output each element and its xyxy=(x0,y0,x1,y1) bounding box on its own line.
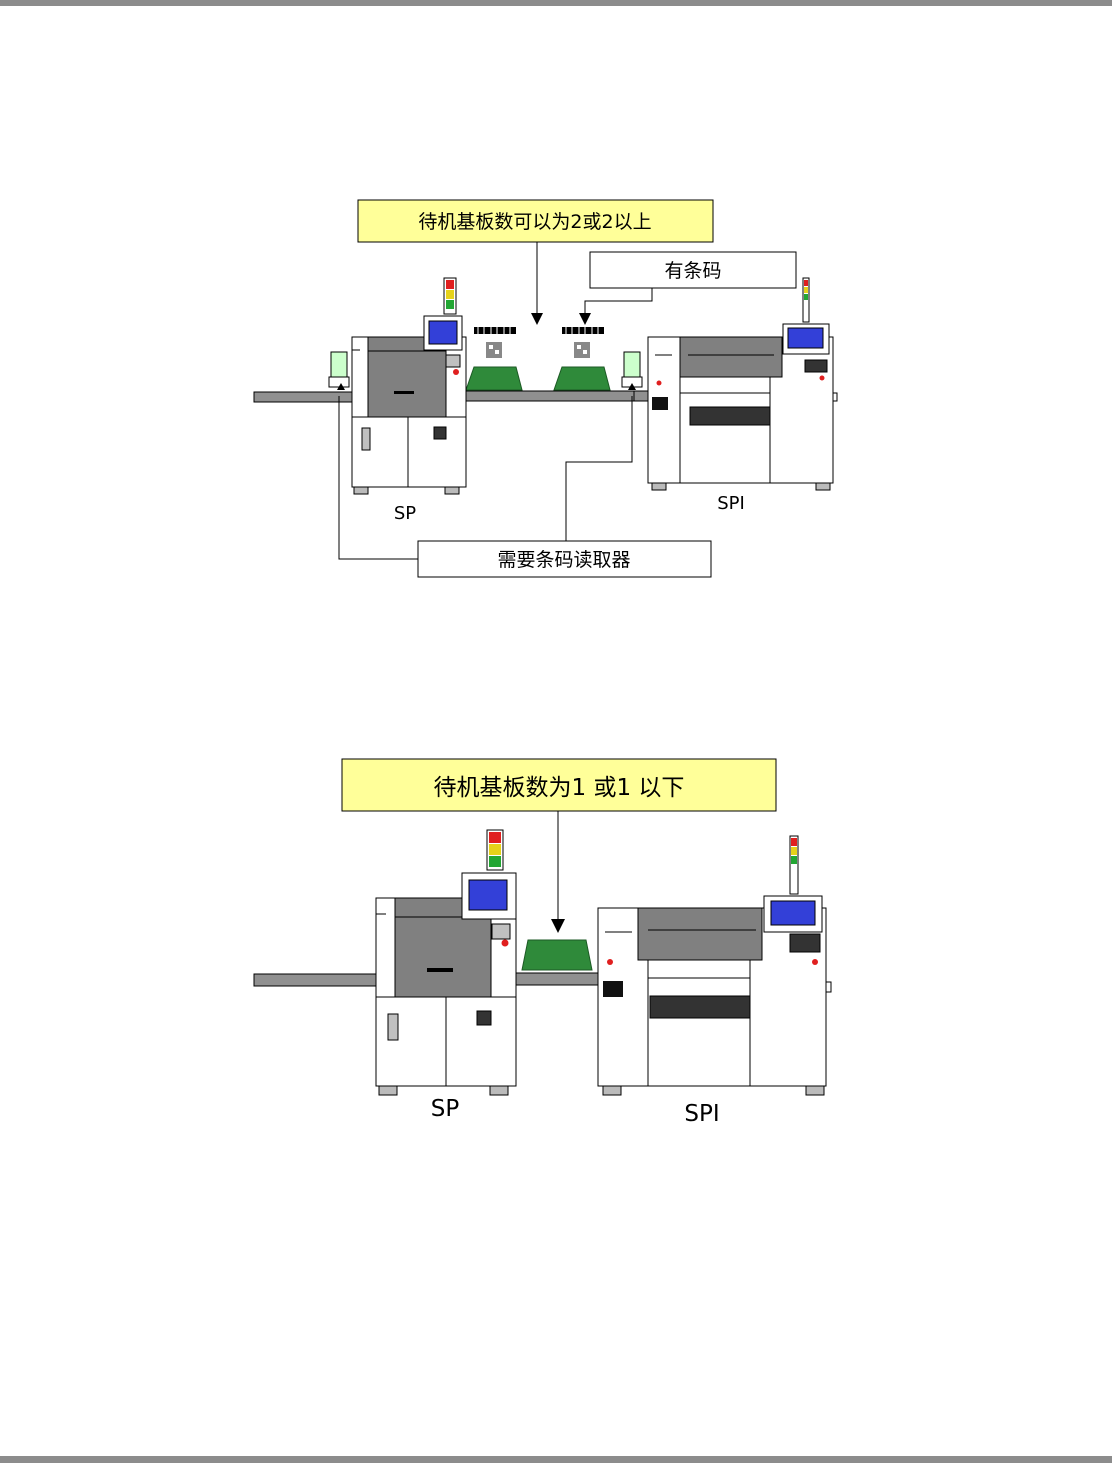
barcode-reader-left xyxy=(329,352,349,390)
top-rule xyxy=(0,0,1112,6)
pcb-board xyxy=(522,940,592,970)
diagram-standby-2-or-more: 待机基板数可以为2或2以上 有条码 xyxy=(0,190,1112,590)
machine-label-spi: SPI xyxy=(717,493,745,514)
machine-label-sp: SP xyxy=(394,503,416,524)
callout-standby-2: 待机基板数可以为2或2以上 xyxy=(358,200,713,242)
callout-standby-1-text: 待机基板数为1 或1 以下 xyxy=(434,775,685,801)
reader-note-text: 需要条码读取器 xyxy=(497,549,630,571)
callout-standby-1: 待机基板数为1 或1 以下 xyxy=(342,759,776,811)
callout-standby-2-text: 待机基板数可以为2或2以上 xyxy=(418,211,651,233)
pcb-board-2 xyxy=(554,367,610,390)
diagram-standby-1-or-less: 待机基板数为1 或1 以下 xyxy=(0,750,1112,1140)
spi-inspection-machine xyxy=(598,836,831,1095)
machine-label-spi: SPI xyxy=(684,1101,719,1127)
arrow-down-icon xyxy=(579,313,591,325)
arrow-down-icon xyxy=(551,919,565,933)
reader-note: 需要条码读取器 xyxy=(418,541,711,577)
pcb-board-1 xyxy=(466,367,522,390)
machine-label-sp: SP xyxy=(431,1096,460,1122)
barcode-note-text: 有条码 xyxy=(664,260,721,282)
arrow-down-icon xyxy=(531,313,543,325)
barcode-reader-right xyxy=(622,352,642,390)
barcode-label-2 xyxy=(562,327,604,358)
bottom-rule xyxy=(0,1456,1112,1463)
sp-printer-machine xyxy=(376,830,516,1095)
barcode-label-1 xyxy=(474,327,516,358)
sp-printer-machine xyxy=(352,278,466,494)
conveyor-left xyxy=(254,974,376,986)
conveyor-middle xyxy=(516,973,598,985)
barcode-note: 有条码 xyxy=(590,252,796,288)
spi-inspection-machine xyxy=(648,278,837,490)
conveyor-middle xyxy=(466,391,648,401)
